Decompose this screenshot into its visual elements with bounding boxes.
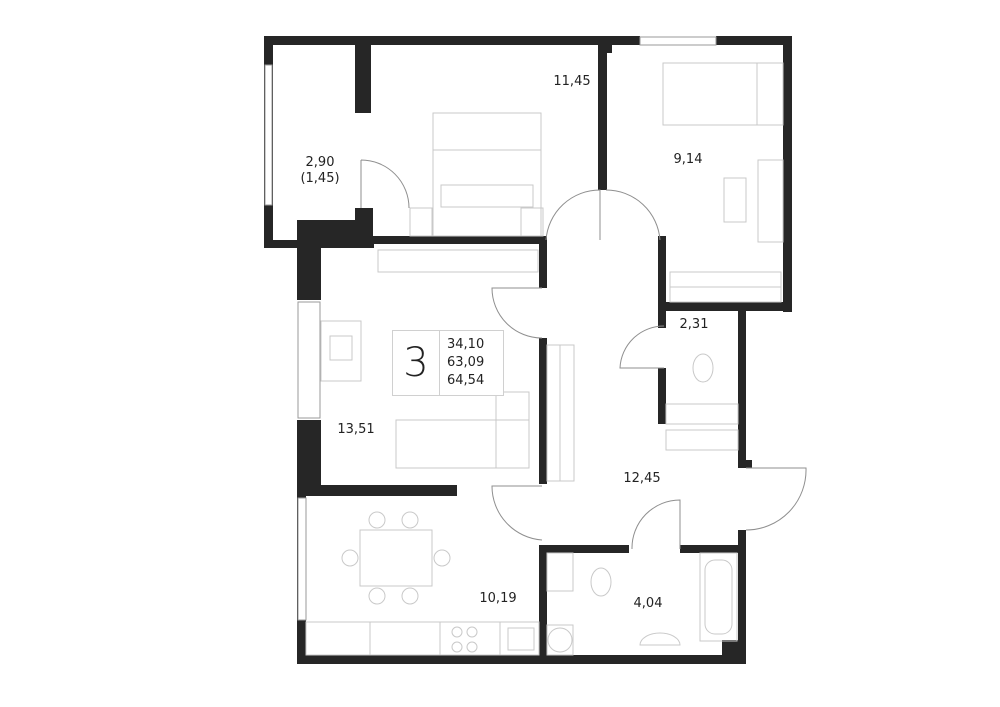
balcony-area: 2,90 bbox=[305, 155, 335, 170]
balcony-area-reduced: (1,45) bbox=[300, 171, 340, 186]
badge-divider bbox=[439, 331, 440, 395]
windows bbox=[264, 36, 717, 621]
apartment-summary-badge: 3 34,10 63,09 64,54 bbox=[392, 330, 504, 396]
room-area-bathroom: 4,04 bbox=[633, 596, 663, 611]
room-area-wc: 2,31 bbox=[679, 317, 709, 332]
total-area-with-balcony: 64,54 bbox=[447, 373, 485, 388]
doors bbox=[360, 159, 807, 550]
living-area: 34,10 bbox=[447, 337, 485, 352]
total-area: 63,09 bbox=[447, 355, 485, 370]
room-area-kids-room: 9,14 bbox=[673, 152, 703, 167]
badge-areas: 34,10 63,09 64,54 bbox=[447, 336, 484, 390]
rooms-count: 3 bbox=[403, 340, 429, 386]
room-area-balcony: 2,90 (1,45) bbox=[288, 155, 352, 187]
room-area-bedroom: 11,45 bbox=[553, 74, 591, 89]
room-area-hallway: 12,45 bbox=[623, 471, 661, 486]
room-area-kitchen: 10,19 bbox=[479, 591, 517, 606]
walls bbox=[264, 36, 792, 664]
furniture bbox=[305, 62, 784, 656]
room-area-living-room: 13,51 bbox=[337, 422, 375, 437]
